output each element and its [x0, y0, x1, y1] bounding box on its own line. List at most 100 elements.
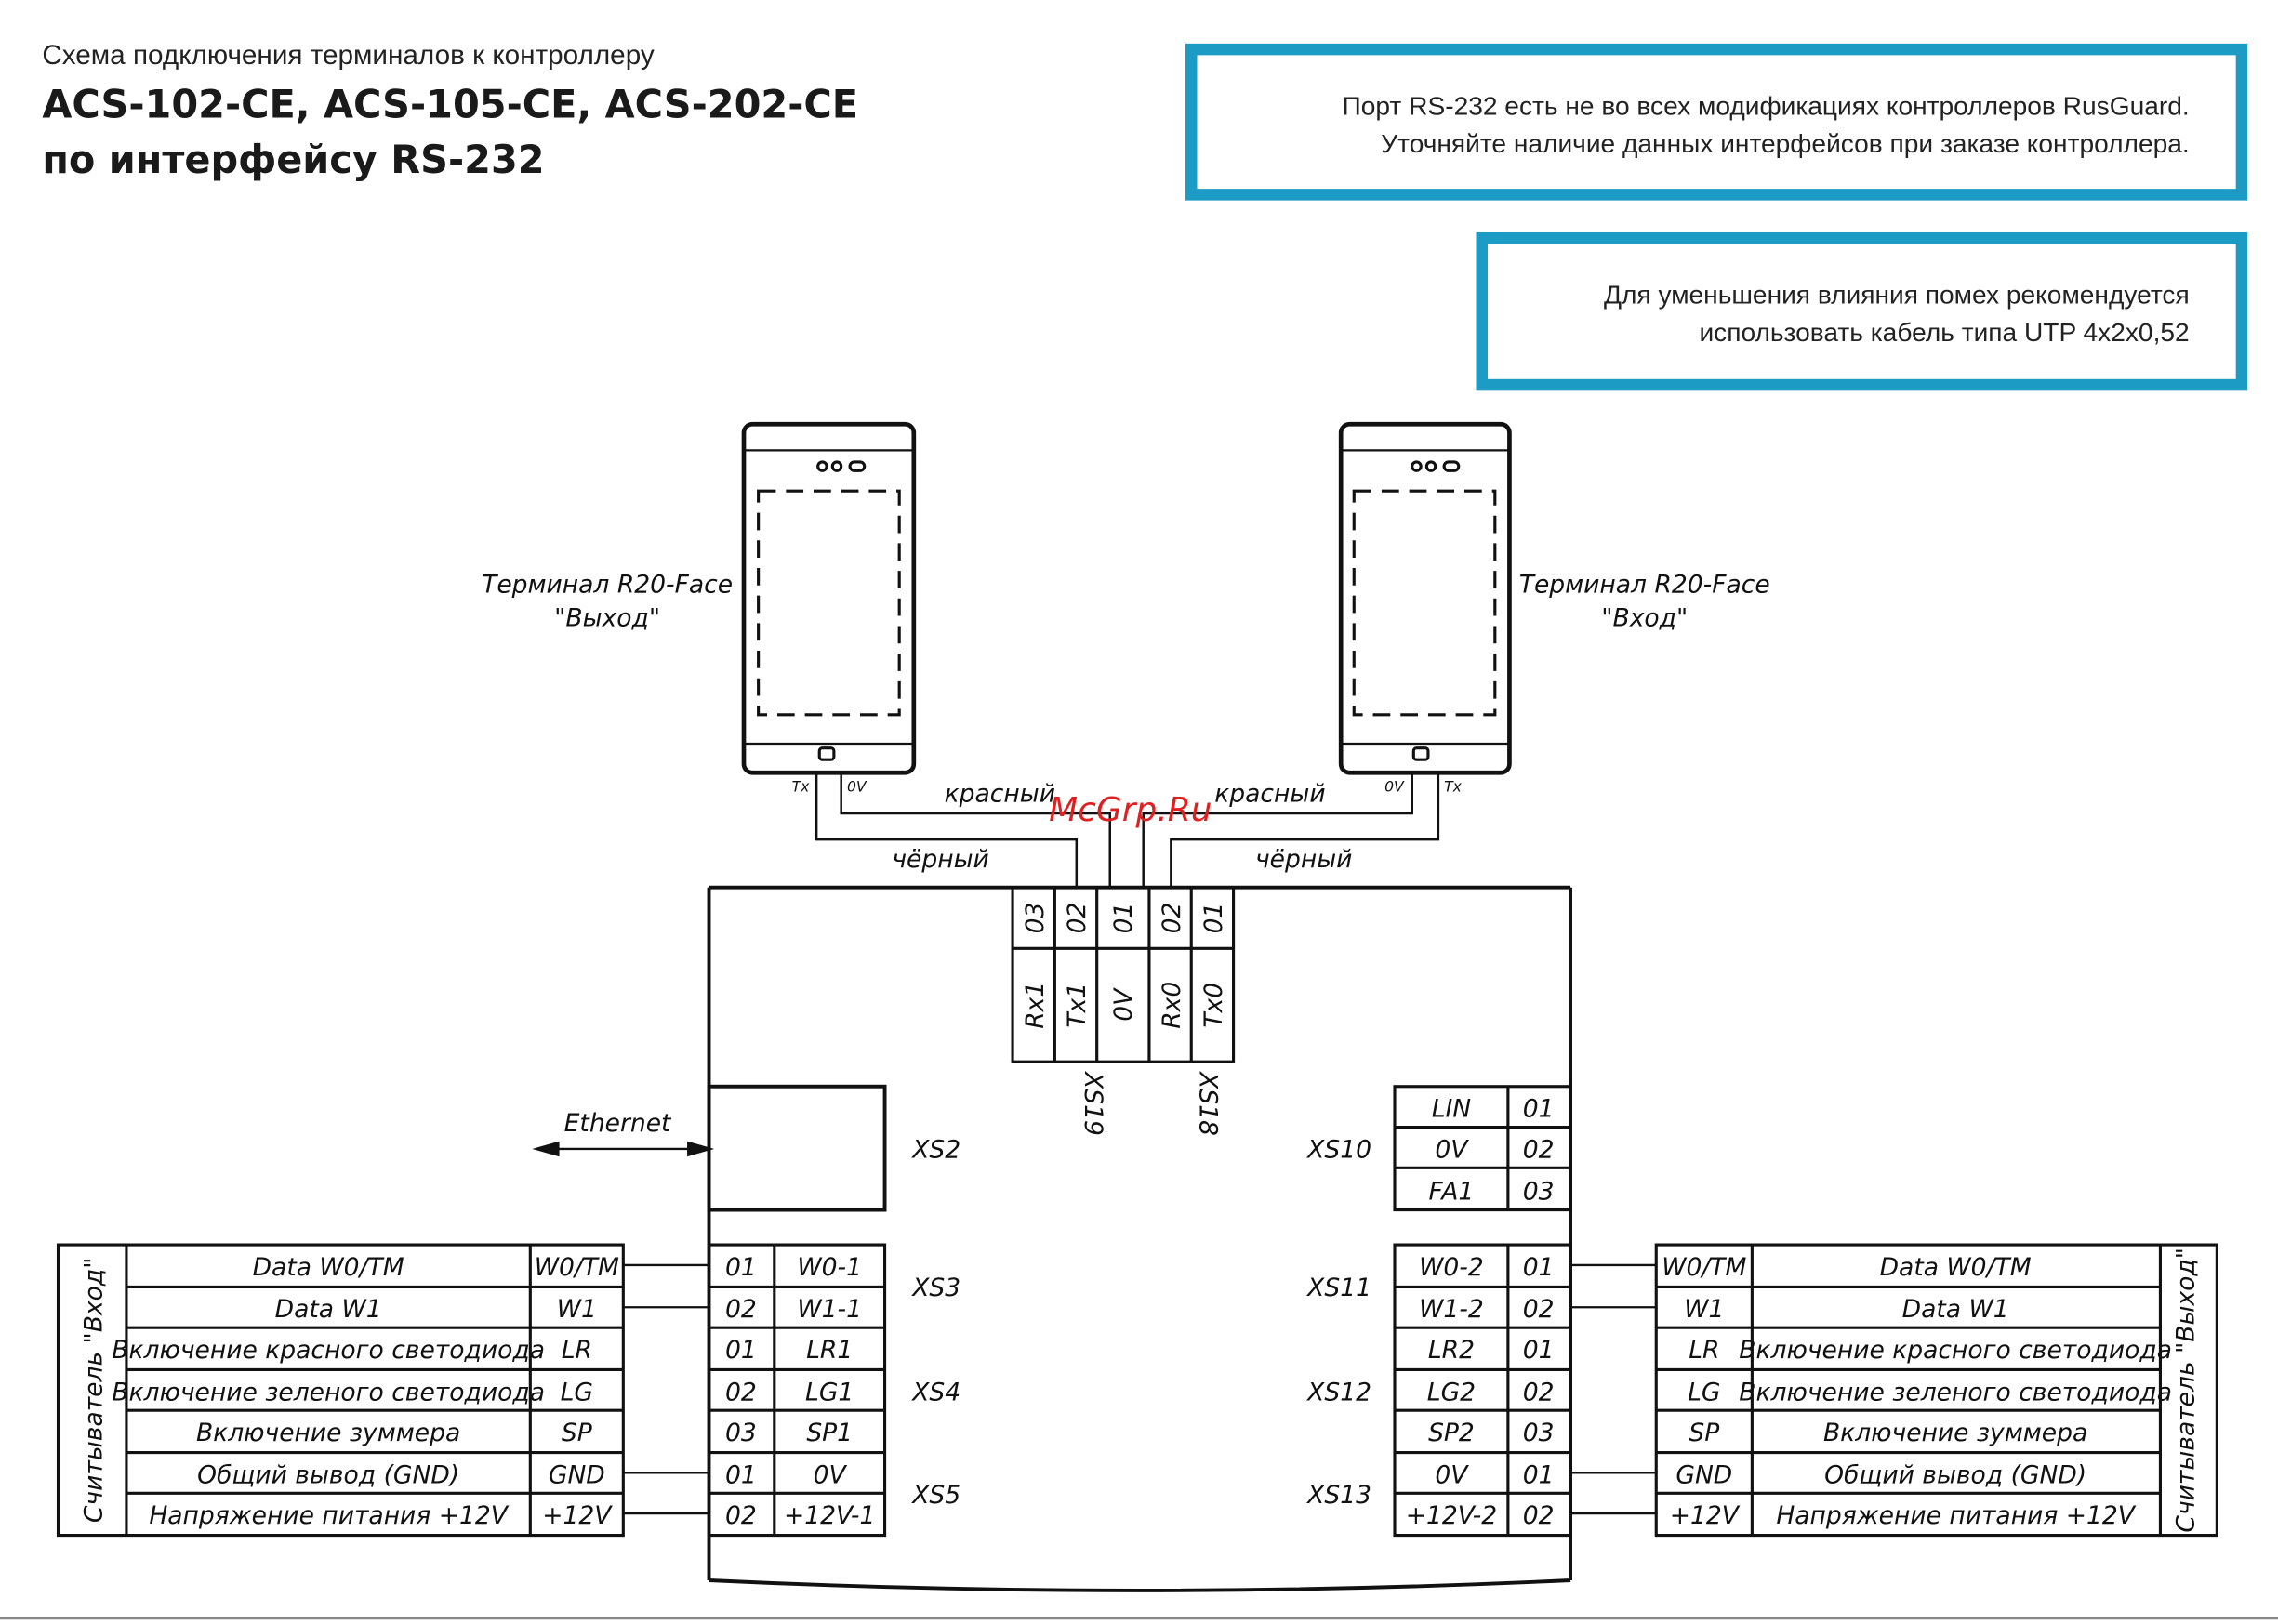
- page-title-line-1: ACS-102-CE, ACS-105-CE, ACS-202-CE: [42, 83, 859, 128]
- fingerprint-icon: [817, 746, 836, 761]
- pin-signal: W1-2: [1419, 1295, 1484, 1324]
- connector-label-xs4: XS4: [910, 1378, 960, 1406]
- pin-number: 01: [1523, 1336, 1555, 1365]
- connector-label-xs12: XS12: [1305, 1378, 1371, 1406]
- terminal-entry-role: "Вход": [1601, 603, 1688, 632]
- pin-signal: Rx1: [1021, 982, 1050, 1029]
- connector-label-xs2: XS2: [910, 1135, 960, 1164]
- signal-code: +12V: [542, 1501, 613, 1530]
- camera-icon: [1424, 460, 1437, 472]
- watermark: McGrp.Ru: [1049, 791, 1212, 830]
- signal-code: LG: [1688, 1378, 1720, 1406]
- pin-signal: LG2: [1427, 1378, 1476, 1406]
- pin-signal: Tx1: [1063, 983, 1092, 1028]
- right-connector-block: [1393, 1243, 1572, 1538]
- pin-signal: 0V: [1109, 987, 1138, 1022]
- pin-number: 01: [1523, 1460, 1555, 1489]
- signal-code: W0/TM: [1662, 1253, 1746, 1282]
- pin-signal: LG1: [805, 1378, 854, 1406]
- signal-description: Включение красного светодиода: [1739, 1336, 2172, 1365]
- pin-label-tx: Tx: [1444, 779, 1463, 796]
- ethernet-label: Ethernet: [564, 1109, 672, 1138]
- reader-wires: [623, 1263, 1657, 1515]
- pin-number: 02: [1523, 1135, 1555, 1164]
- xs10-rows: LIN 01 0V 02 FA1 03: [1429, 1095, 1555, 1207]
- pin-signal: +12V-1: [784, 1501, 875, 1530]
- ethernet-port: [532, 1084, 887, 1212]
- pin-number: 03: [1523, 1178, 1555, 1207]
- reader-exit-title: Считыватель "Выход": [2171, 1248, 2200, 1533]
- pin-number: 02: [1523, 1295, 1555, 1324]
- note-line: использовать кабель типа UTP 4x2x0,52: [1699, 318, 2190, 348]
- xs10-block: [1393, 1085, 1572, 1212]
- signal-description: Общий вывод (GND): [197, 1460, 459, 1489]
- pin-signal: Rx0: [1158, 982, 1186, 1029]
- pin-signal: Tx0: [1199, 983, 1228, 1028]
- sensor-icon: [1442, 460, 1461, 472]
- pin-signal: 0V: [814, 1460, 848, 1489]
- pin-label-tx: Tx: [792, 779, 811, 796]
- pin-signal: 0V: [1435, 1460, 1469, 1489]
- pin-number: 02: [1063, 903, 1092, 934]
- connector-label-xs3: XS3: [910, 1274, 960, 1302]
- signal-code: SP: [1689, 1419, 1719, 1447]
- pin-signal: 0V: [1435, 1135, 1469, 1164]
- pin-number: 01: [725, 1253, 757, 1282]
- pin-label-0v: 0V: [847, 779, 867, 796]
- rs232-pin-signals: Rx1 Tx1 0V Rx0 Tx0: [1021, 982, 1228, 1029]
- pin-signal: SP1: [806, 1419, 853, 1447]
- signal-code: +12V: [1670, 1501, 1741, 1530]
- reader-entry-title: Считыватель "Вход": [79, 1258, 108, 1524]
- pin-number: 01: [1523, 1095, 1555, 1124]
- signal-description: Data W1: [275, 1295, 382, 1324]
- signal-description: Data W0/TM: [1880, 1253, 2032, 1282]
- pin-signal: W0-2: [1419, 1253, 1484, 1282]
- signal-code: W1: [1684, 1295, 1724, 1324]
- pin-number: 01: [1199, 903, 1228, 934]
- pin-number: 03: [725, 1419, 757, 1447]
- camera-icon: [816, 460, 828, 472]
- signal-description: Включение зеленого светодиода: [112, 1378, 545, 1406]
- pin-number: 02: [725, 1378, 757, 1406]
- signal-description: Data W0/TM: [253, 1253, 404, 1282]
- connector-label-xs18: XS18: [1194, 1070, 1223, 1136]
- wire-label-black: чёрный: [892, 845, 988, 874]
- pin-number: 01: [725, 1460, 757, 1489]
- wire-label-black: чёрный: [1255, 845, 1352, 874]
- signal-code: W1: [557, 1295, 597, 1324]
- connector-label-xs19: XS19: [1079, 1070, 1107, 1136]
- signal-description: Data W1: [1902, 1295, 2009, 1324]
- pin-number: 01: [1523, 1253, 1555, 1282]
- signal-description: Напряжение питания +12V: [1776, 1501, 2136, 1530]
- note-line: Порт RS-232 есть не во всех модификациях…: [1342, 91, 2190, 121]
- signal-description: Напряжение питания +12V: [149, 1501, 509, 1530]
- page-title: ACS-102-CE, ACS-105-CE, ACS-202-CE по ин…: [42, 78, 858, 189]
- pin-signal: LIN: [1432, 1095, 1472, 1124]
- signal-description: Включение зуммера: [1823, 1419, 2087, 1447]
- arrow-left-icon: [532, 1141, 560, 1157]
- signal-code: GND: [1675, 1460, 1732, 1489]
- left-connector-block: [707, 1243, 887, 1538]
- pin-number: 02: [725, 1295, 757, 1324]
- signal-code: GND: [549, 1460, 605, 1489]
- pin-signal: W1-1: [797, 1295, 862, 1324]
- connector-label-xs13: XS13: [1305, 1481, 1371, 1510]
- pin-signal: FA1: [1429, 1178, 1475, 1207]
- reader-entry-rows: Data W0/TM W0/TM Data W1 W1 Включение кр…: [112, 1253, 619, 1530]
- signal-code: SP: [562, 1419, 592, 1447]
- pin-number: 01: [1109, 903, 1138, 934]
- right-connector-rows: W0-2 01 W1-2 02 LR2 01 LG2 02 SP2 03 0V …: [1406, 1253, 1555, 1530]
- signal-code: LR: [1689, 1336, 1719, 1365]
- signal-code: W0/TM: [535, 1253, 619, 1282]
- pin-label-0v: 0V: [1384, 779, 1405, 796]
- signal-description: Общий вывод (GND): [1824, 1460, 2086, 1489]
- pin-number: 02: [725, 1501, 757, 1530]
- note-line: Уточняйте наличие данных интерфейсов при…: [1381, 129, 2190, 159]
- rs232-wires: [815, 772, 1440, 888]
- pin-number: 03: [1523, 1419, 1555, 1447]
- arrow-right-icon: [687, 1141, 715, 1157]
- wire-label-red: красный: [945, 780, 1055, 809]
- pin-number: 02: [1523, 1501, 1555, 1530]
